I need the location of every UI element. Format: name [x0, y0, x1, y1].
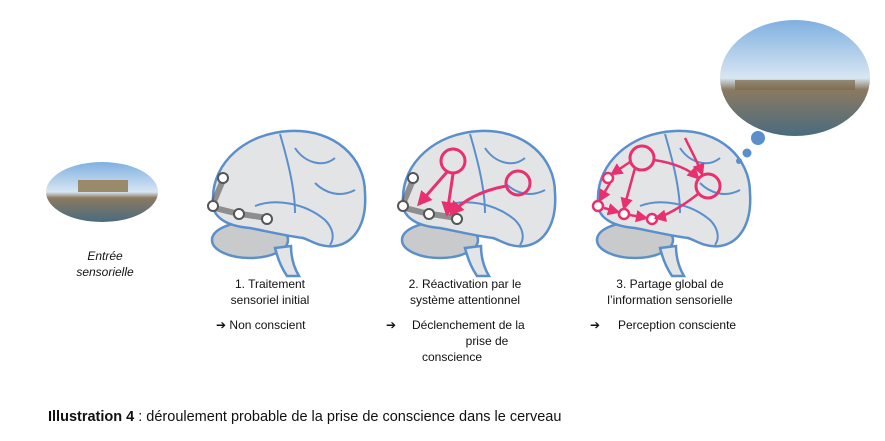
stage-3-result: Perception consciente [618, 318, 737, 332]
stage-1-title: 1. Traitement sensoriel initial [195, 276, 345, 308]
stage-title-line: système attentionnel [409, 293, 521, 307]
result-line: Déclenchement de la [412, 318, 525, 332]
stage-1-result: ➔ Non conscient [216, 317, 305, 333]
stage-3-title: 3. Partage global de l’information senso… [580, 276, 760, 308]
stage-title-line: 1. Traitement [234, 277, 306, 291]
stage-title-line: sensoriel initial [230, 293, 310, 307]
arrow-icon: ➔ [216, 318, 227, 332]
thought-bubble [720, 20, 870, 164]
caption: Illustration 4 : déroulement probable de… [48, 409, 561, 425]
result-line: conscience [421, 350, 483, 364]
stage-title-line: 2. Réactivation par le [408, 277, 522, 291]
input-label-line: Entrée [87, 249, 123, 263]
arrow-icon: ➔ [386, 318, 397, 332]
arrow-icon: ➔ [590, 318, 601, 332]
stage-title-line: 3. Partage global de [616, 277, 724, 291]
brain-stage-3 [591, 129, 752, 278]
input-label-line: sensorielle [76, 265, 134, 279]
stage-2-result: Déclenchement de la prise de conscience [412, 317, 532, 365]
result-line: prise de [465, 334, 509, 348]
input-photo [46, 162, 158, 222]
stage-title-line: l’information sensorielle [607, 293, 733, 307]
brain-stage-1 [208, 129, 367, 278]
brain-stage-2 [398, 129, 557, 278]
result-text: Non conscient [229, 318, 306, 332]
stage-2-title: 2. Réactivation par le système attention… [375, 276, 555, 308]
caption-label: Illustration 4 [48, 409, 135, 425]
caption-text: : déroulement probable de la prise de co… [134, 409, 562, 425]
input-label: Entrée sensorielle [60, 248, 150, 280]
